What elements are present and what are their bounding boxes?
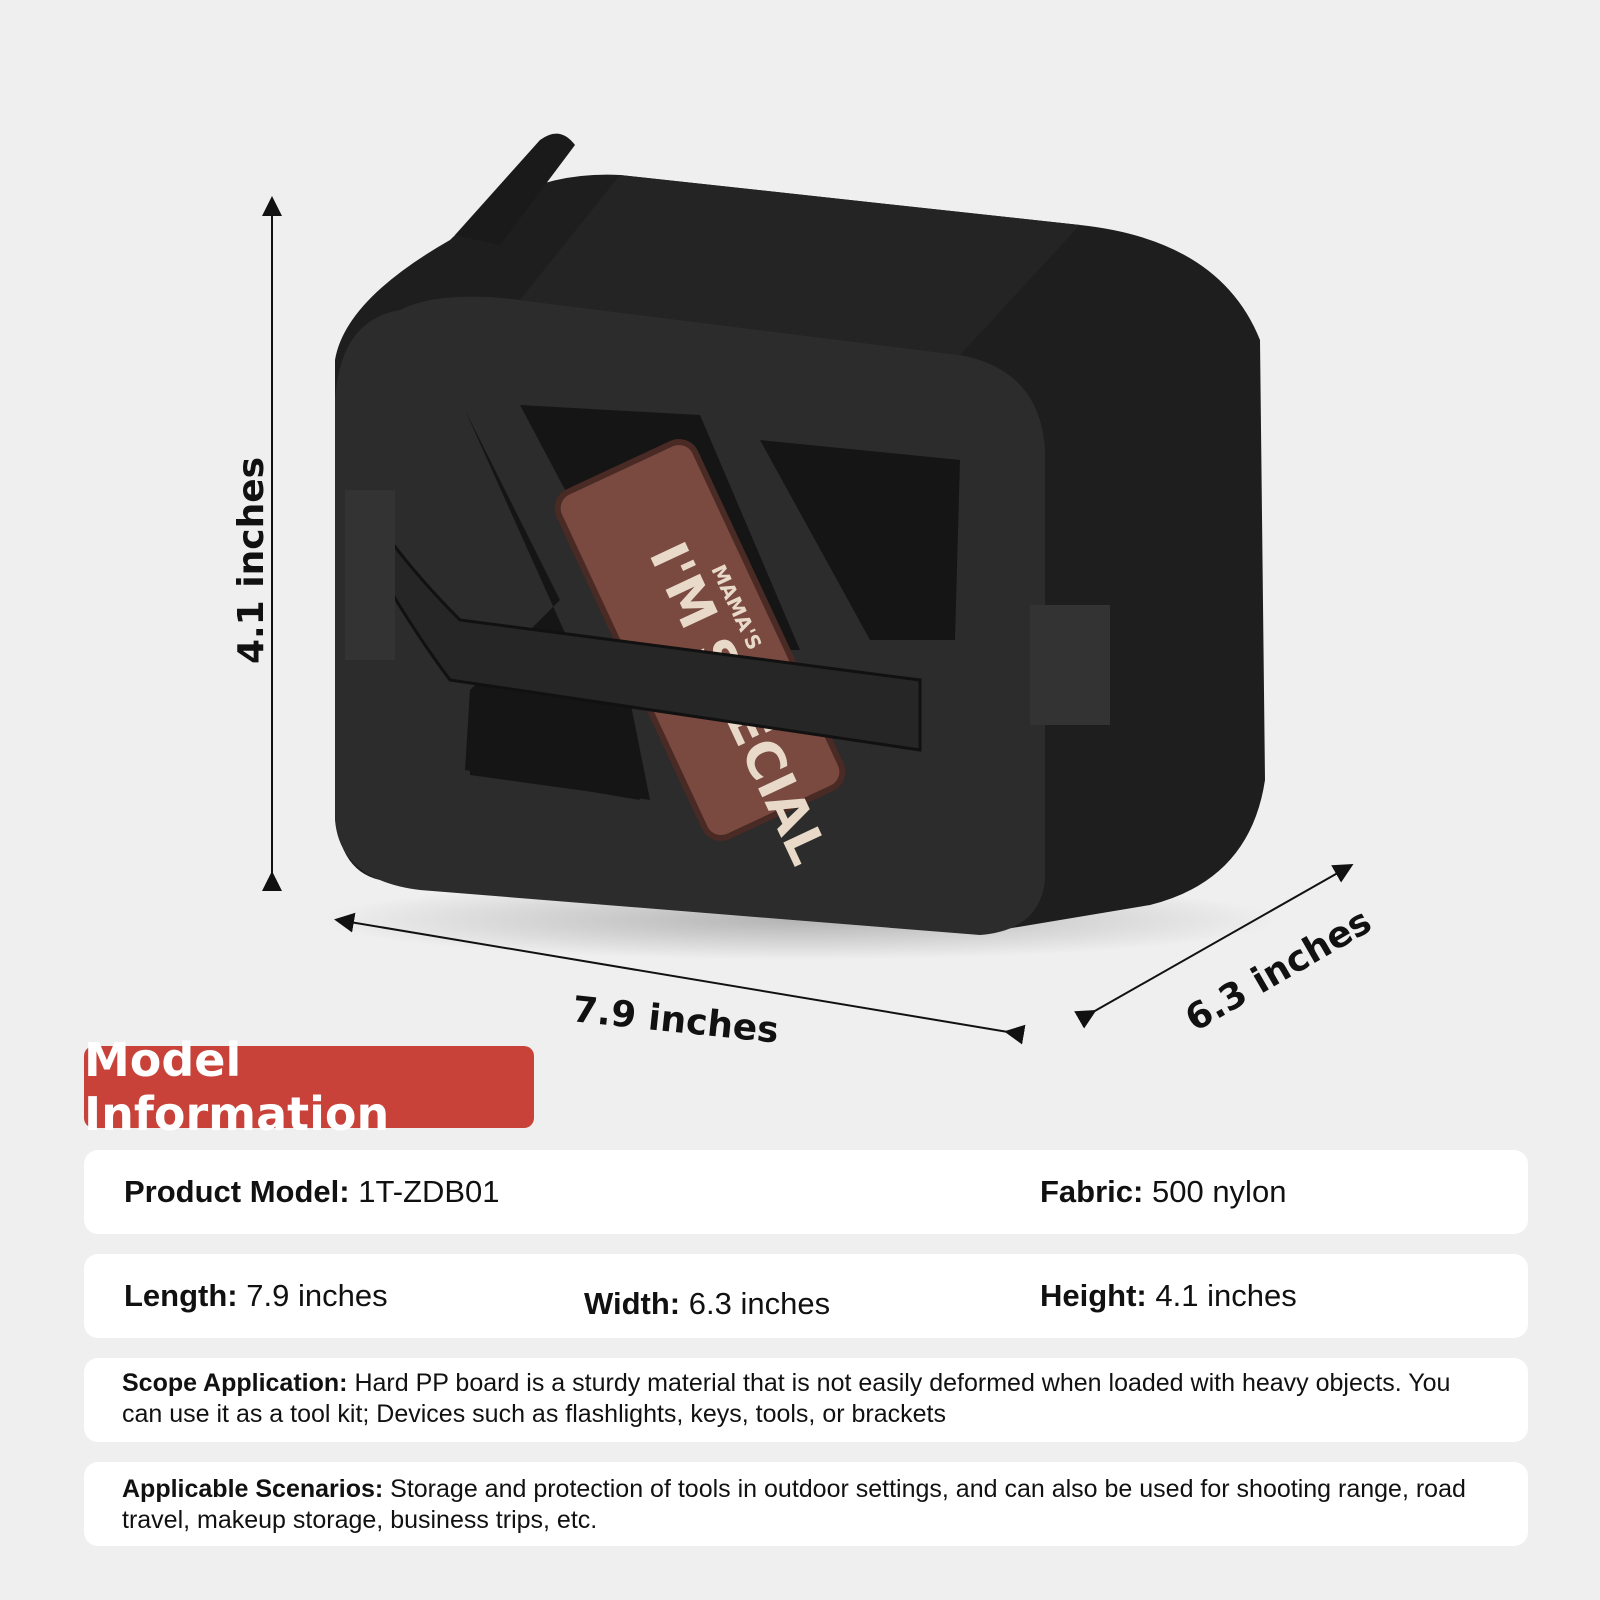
label: Product Model:: [124, 1174, 350, 1209]
info-card-dimensions: Length: 7.9 inches Width: 6.3 inches Hei…: [84, 1254, 1528, 1338]
label: Height:: [1040, 1278, 1147, 1313]
value: 6.3 inches: [688, 1286, 831, 1321]
product-model: Product Model: 1T-ZDB01: [124, 1174, 500, 1210]
label: Length:: [124, 1278, 238, 1313]
value: Hard PP board is a sturdy material that …: [122, 1369, 1451, 1428]
carry-handle: [388, 535, 922, 752]
label: Fabric:: [1040, 1174, 1144, 1209]
scope-application: Scope Application: Hard PP board is a st…: [122, 1368, 1468, 1430]
applicable-scenarios: Applicable Scenarios: Storage and protec…: [122, 1474, 1488, 1536]
width-arrow: [1074, 864, 1354, 1029]
label: Applicable Scenarios:: [122, 1475, 384, 1503]
fabric: Fabric: 500 nylon: [1040, 1174, 1286, 1210]
length: Length: 7.9 inches: [124, 1278, 388, 1314]
velcro-panel: [760, 440, 960, 640]
handle-strap: [345, 490, 395, 660]
height-dimension-label: 4.1 inches: [231, 456, 273, 665]
value: 500 nylon: [1151, 1174, 1287, 1209]
pouch-top: [520, 175, 1080, 355]
handle-strap: [1030, 605, 1110, 725]
info-card-scenarios: Applicable Scenarios: Storage and protec…: [84, 1462, 1528, 1546]
info-card-scope: Scope Application: Hard PP board is a st…: [84, 1358, 1528, 1442]
width: Width: 6.3 inches: [584, 1286, 830, 1322]
product-image-pouch: I'M SPECIAL MAMA'S: [262, 133, 1354, 1045]
section-title-badge: Model Information: [84, 1033, 534, 1141]
value: 4.1 inches: [1155, 1278, 1297, 1313]
value: 7.9 inches: [246, 1278, 388, 1313]
value: 1T-ZDB01: [358, 1174, 500, 1209]
zipper-pull: [455, 133, 575, 245]
label: Scope Application:: [122, 1369, 348, 1397]
height: Height: 4.1 inches: [1040, 1278, 1297, 1314]
label: Width:: [584, 1286, 681, 1321]
length-arrow: [334, 912, 1026, 1045]
info-card-model-fabric: Product Model: 1T-ZDB01 Fabric: 500 nylo…: [84, 1150, 1528, 1234]
value: Storage and protection of tools in outdo…: [122, 1475, 1466, 1534]
